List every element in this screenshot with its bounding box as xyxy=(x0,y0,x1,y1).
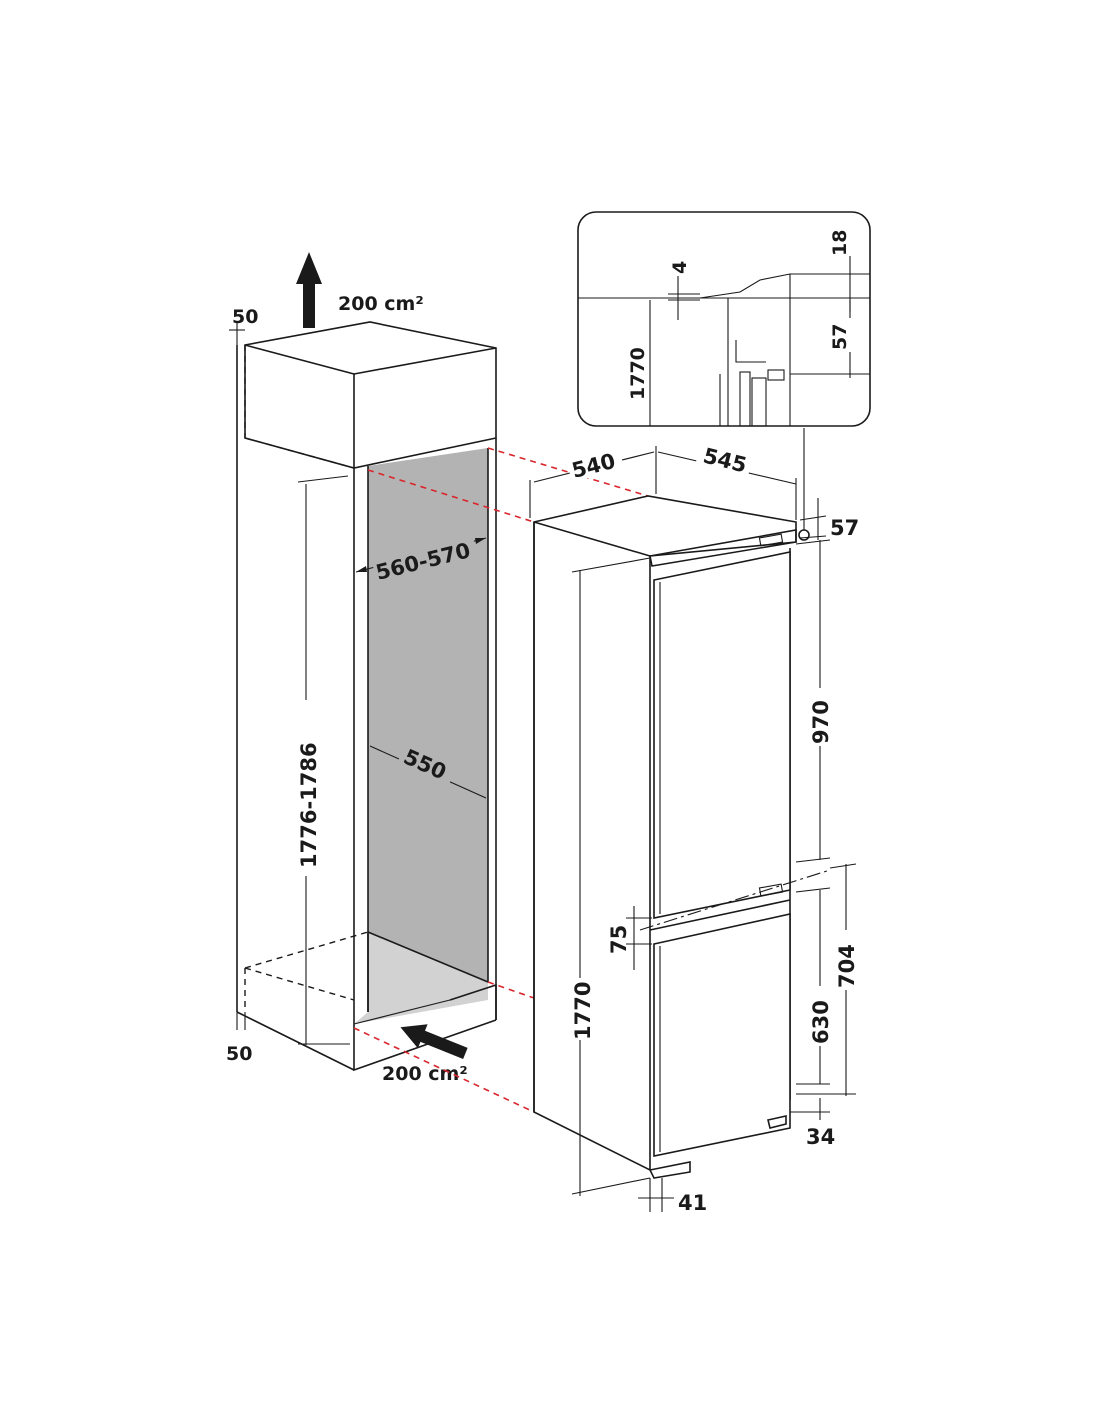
airflow-up-arrow-icon xyxy=(296,252,322,328)
bottom-gap-dimension: 50 xyxy=(226,1012,252,1065)
top-gap-label: 50 xyxy=(232,306,258,328)
appliance-height-dimension: 1770 xyxy=(568,557,651,1196)
door-gap-dimension: 75 xyxy=(607,906,652,970)
lower-section-label: 704 xyxy=(835,944,859,988)
upper-door-dimension: 970 xyxy=(795,539,833,863)
appliance xyxy=(533,428,810,1179)
door-gap-label: 75 xyxy=(607,925,631,954)
niche-floor xyxy=(354,932,488,1024)
cabinet-niche xyxy=(236,321,497,1072)
appliance-height-label: 1770 xyxy=(571,982,595,1040)
detail-frame xyxy=(577,211,871,427)
detail-inset: 4 18 57 1770 xyxy=(577,211,871,427)
niche-height-label: 1776-1786 xyxy=(297,742,321,868)
lower-section-dimension: 704 xyxy=(796,863,859,1096)
alignment-guides xyxy=(353,447,649,1113)
niche-height-dimension: 1776-1786 xyxy=(294,475,350,1045)
lower-door-dimension: 630 xyxy=(795,887,833,1085)
vent-top-label: 200 cm² xyxy=(338,293,424,315)
top-offset-dimension: 57 xyxy=(799,498,859,540)
foot-depth-label: 41 xyxy=(678,1191,707,1215)
foot-height-dimension: 34 xyxy=(790,1098,835,1149)
detail-top-label: 18 xyxy=(829,230,851,256)
vent-bottom-label: 200 cm² xyxy=(382,1063,468,1085)
detail-gap-label: 4 xyxy=(669,261,691,274)
bottom-gap-label: 50 xyxy=(226,1043,252,1065)
upper-door-label: 970 xyxy=(809,700,833,744)
foot-height-label: 34 xyxy=(806,1125,835,1149)
lower-door xyxy=(653,913,791,1157)
appliance-body xyxy=(533,495,797,1172)
detail-offset-label: 57 xyxy=(829,324,851,350)
top-offset-label: 57 xyxy=(830,516,859,540)
appliance-width-label: 540 xyxy=(569,449,617,483)
detail-height-label: 1770 xyxy=(627,347,649,400)
niche-back-wall xyxy=(368,448,488,1012)
cabinet-top-box xyxy=(244,321,497,469)
airflow-in-arrow-icon xyxy=(400,1024,468,1060)
upper-door xyxy=(653,551,791,919)
foot-depth-dimension: 41 xyxy=(638,1178,707,1215)
lower-door-label: 630 xyxy=(809,1000,833,1044)
top-gap-dimension: 50 xyxy=(229,306,258,345)
